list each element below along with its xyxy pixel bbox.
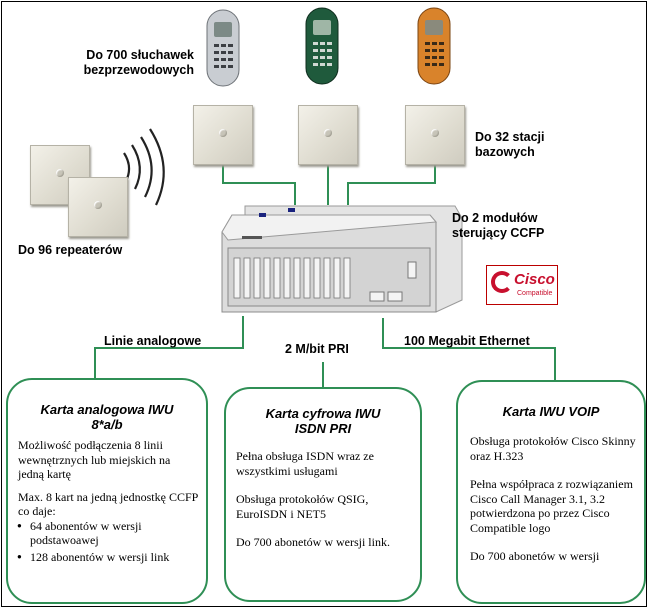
list-item: 64 abonentów w wersji podstawoawej: [17, 519, 198, 548]
list-item: 128 abonentów w wersji link: [17, 550, 198, 565]
voip-iwu-card: Karta IWU VOIP Obsługa protokołów Cisco …: [456, 380, 646, 604]
analog-lines-label: Linie analogowe: [104, 334, 202, 348]
handset-green: [305, 7, 339, 85]
card-title: Karta IWU VOIP: [502, 404, 600, 419]
base-stations-label: Do 32 stacji bazowych: [475, 130, 545, 159]
analog-iwu-card: Karta analogowa IWU 8*a/b Możliwość podł…: [6, 378, 208, 604]
cisco-logo-icon: [491, 271, 513, 293]
card-paragraph: Max. 8 kart na jedną jednostkę CCFP co d…: [18, 489, 198, 519]
ccfp-controller-unit: [221, 205, 463, 313]
card-body: Pełna obsługa ISDN wraz ze wszystkimi us…: [236, 449, 414, 558]
radio-waves-icon: [123, 128, 165, 206]
handset-silver: [206, 9, 240, 87]
card-paragraph: Obsługa protokołów QSIG, EuroISDN i NET5: [236, 492, 369, 521]
pri-label: 2 M/bit PRI: [285, 342, 349, 356]
handsets-label: Do 700 słuchawek bezprzewodowych: [83, 48, 194, 77]
base-station-1: [193, 105, 253, 165]
card-paragraph: Pełna współpraca z rozwiązaniem Cisco Ca…: [470, 477, 633, 535]
base-station-2: [298, 105, 358, 165]
digital-iwu-card: Karta cyfrowa IWU ISDN PRI Pełna obsługa…: [224, 387, 422, 602]
repeater-device-2: [68, 177, 128, 237]
card-paragraph: Pełna obsługa ISDN wraz ze wszystkimi us…: [236, 449, 374, 478]
controllers-label: Do 2 modułów sterujący CCFP: [452, 211, 545, 240]
card-title: Karta cyfrowa IWU ISDN PRI: [265, 406, 381, 436]
card-title: Karta analogowa IWU 8*a/b: [40, 402, 174, 432]
handset-orange: [417, 7, 451, 85]
ethernet-label: 100 Megabit Ethernet: [404, 334, 530, 348]
repeaters-label: Do 96 repeaterów: [18, 243, 123, 257]
card-links: [94, 316, 556, 387]
card-body: Możliwość podłączenia 8 linii wewnętrzny…: [17, 438, 198, 565]
base-station-3: [405, 105, 465, 165]
card-paragraph: Do 700 abonetów w wersji: [470, 549, 600, 563]
card-body: Obsługa protokołów Cisco Skinny oraz H.3…: [470, 434, 640, 572]
logo-subtitle: Compatible: [517, 290, 553, 297]
card-paragraph: Obsługa protokołów Cisco Skinny oraz H.3…: [470, 434, 636, 463]
card-paragraph: Możliwość podłączenia 8 linii wewnętrzny…: [18, 438, 171, 481]
cisco-compatible-logo: Cisco Compatible: [486, 265, 558, 305]
logo-name: Cisco: [514, 271, 555, 288]
card-paragraph: Do 700 abonetów w wersji link.: [236, 535, 390, 549]
